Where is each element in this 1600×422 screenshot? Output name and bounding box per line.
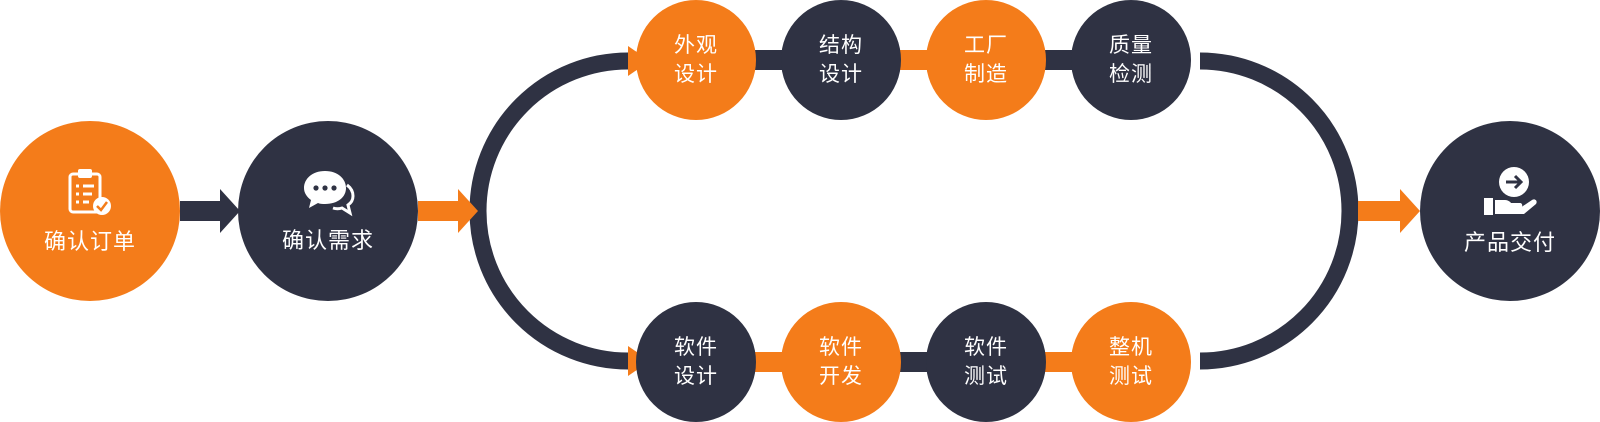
split-arc <box>469 52 629 370</box>
step-appearance-design-line2: 设计 <box>674 62 718 86</box>
step-appearance-design-line1: 外观 <box>674 33 718 57</box>
arrow-order-to-requirement-head <box>220 189 240 233</box>
arrow-requirement-to-split-shaft <box>418 201 460 221</box>
chat-bubbles-icon <box>304 171 355 217</box>
step-confirm-order: 确认订单 <box>0 121 180 301</box>
step-factory-manufacturing: 工厂 制造 <box>926 0 1046 120</box>
arrow-merge-to-delivery-head <box>1400 189 1420 233</box>
step-quality-inspection: 质量 检测 <box>1071 0 1191 120</box>
step-factory-manufacturing-line2: 制造 <box>964 62 1008 86</box>
step-system-testing-line1: 整机 <box>1109 335 1153 359</box>
step-structure-design-line1: 结构 <box>819 33 863 57</box>
step-quality-inspection-line2: 检测 <box>1109 62 1153 86</box>
step-software-testing: 软件 测试 <box>926 302 1046 422</box>
step-confirm-requirement-label: 确认需求 <box>281 229 374 254</box>
step-confirm-requirement: 确认需求 <box>238 121 418 301</box>
step-structure-design: 结构 设计 <box>781 0 901 120</box>
step-confirm-order-label: 确认订单 <box>43 230 136 255</box>
arrow-order-to-requirement-shaft <box>180 201 222 221</box>
step-software-development: 软件 开发 <box>781 302 901 422</box>
step-software-design-line1: 软件 <box>674 335 718 359</box>
step-software-design: 软件 设计 <box>636 302 756 422</box>
step-software-development-line2: 开发 <box>819 364 863 388</box>
step-system-testing-line2: 测试 <box>1109 364 1153 388</box>
clipboard-check-icon <box>68 169 111 215</box>
step-appearance-design: 外观 设计 <box>636 0 756 120</box>
step-system-testing: 整机 测试 <box>1071 302 1191 422</box>
step-factory-manufacturing-line1: 工厂 <box>964 33 1008 57</box>
step-product-delivery: 产品交付 <box>1420 121 1600 301</box>
step-quality-inspection-line1: 质量 <box>1109 33 1153 57</box>
step-product-delivery-label: 产品交付 <box>1463 231 1556 256</box>
step-software-development-line1: 软件 <box>819 335 863 359</box>
merge-arc <box>1199 52 1359 370</box>
step-software-design-line2: 设计 <box>674 364 718 388</box>
step-software-testing-line2: 测试 <box>964 364 1008 388</box>
arrow-merge-to-delivery-shaft <box>1358 201 1402 221</box>
arrow-requirement-to-split-head <box>458 189 478 233</box>
hand-arrow-icon <box>1484 167 1537 215</box>
step-structure-design-line2: 设计 <box>819 62 863 86</box>
step-software-testing-line1: 软件 <box>964 335 1008 359</box>
